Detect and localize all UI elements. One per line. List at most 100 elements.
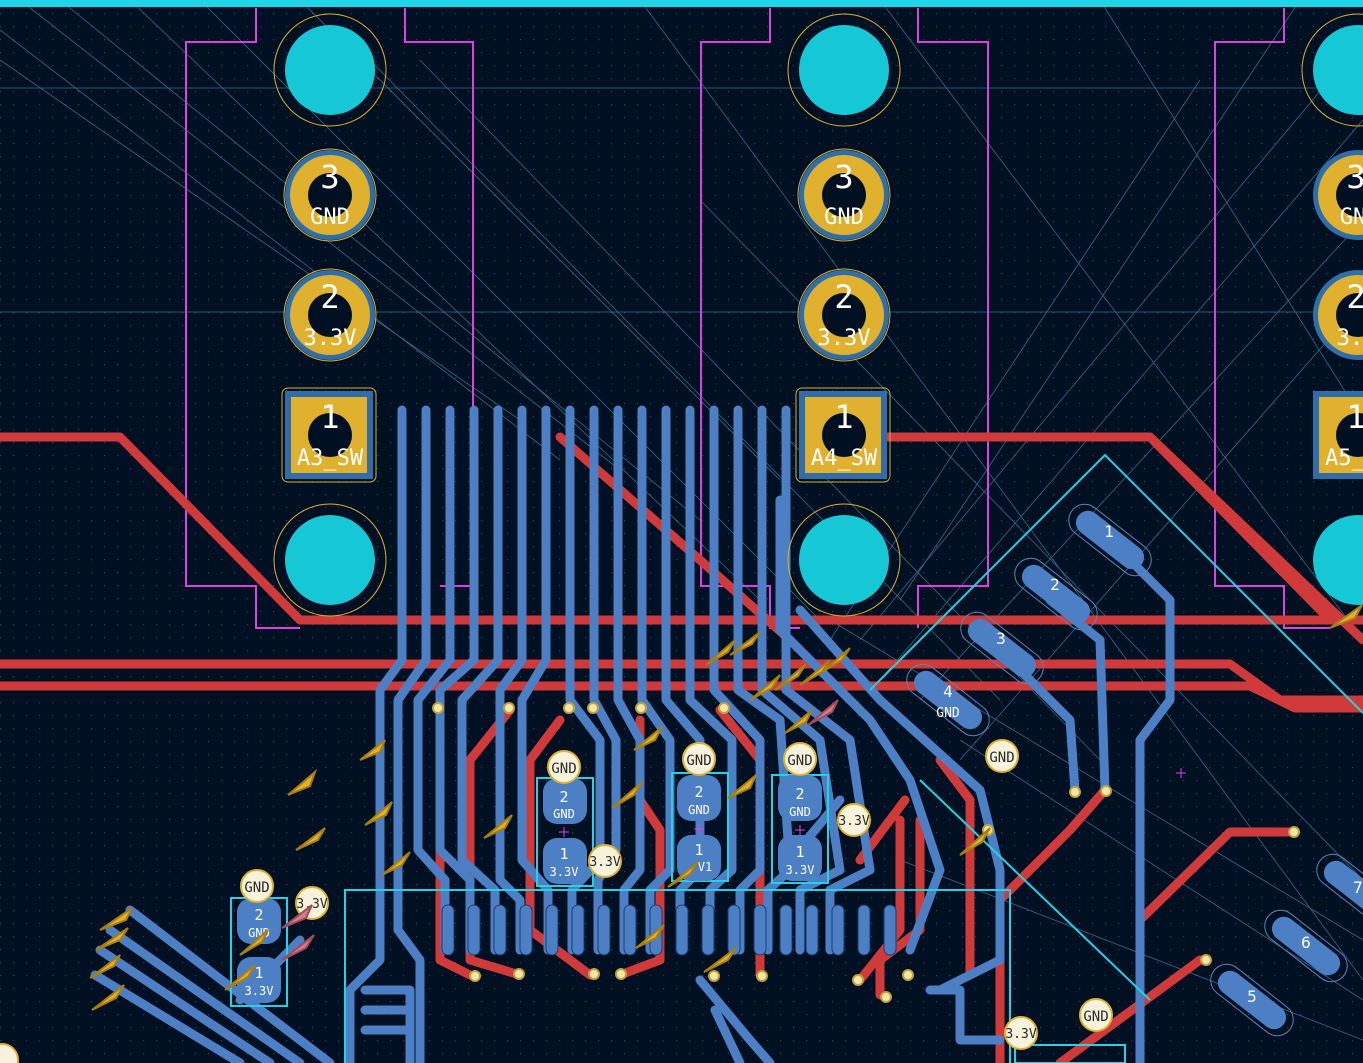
pad-net: GND [553, 807, 575, 821]
mount-hole [787, 13, 901, 127]
via-gnd-1: GND [547, 750, 581, 784]
pad-number: 1 [559, 845, 568, 863]
pad-number: 1 [834, 398, 853, 436]
pad-number: 2 [320, 278, 339, 316]
mount-hole [273, 503, 387, 617]
pad-net: GND [688, 803, 710, 817]
via-gnd-7 [0, 1043, 19, 1063]
pad-3: 3 GN [1313, 150, 1363, 240]
pad-net: 3.3V [786, 863, 815, 877]
pad-1: 1 A3_SW [281, 387, 377, 483]
pad-number: 3 [834, 158, 853, 196]
switch-a3[interactable]: 3 GND 2 3.3V 1 A3_SW [273, 13, 387, 617]
pad-net: 3.3V [304, 326, 357, 351]
pad-3: 3 GND [283, 148, 377, 242]
pin-number: 6 [1301, 933, 1311, 952]
pad-net: 3. [1337, 326, 1363, 351]
pad-net: A5_ [1325, 446, 1363, 471]
svg-text:GND: GND [551, 761, 576, 777]
pad-number: 1 [320, 398, 339, 436]
pad-net: GN [1340, 205, 1363, 230]
connector-pin-1 [1068, 503, 1152, 577]
pad-number: 2 [834, 278, 853, 316]
connector-pin-2 [1014, 557, 1098, 631]
fine-pitch-pads [441, 904, 897, 956]
mount-hole [799, 25, 889, 115]
capacitor-c1[interactable]: 2 GND 1 3.3V [543, 778, 587, 884]
pad-2: 2 3.3V [283, 268, 377, 362]
svg-text:GND: GND [787, 753, 812, 769]
connector-pin-5 [1210, 963, 1294, 1037]
pad-number: 2 [1346, 278, 1363, 316]
pad-net: 3.3V [818, 326, 871, 351]
capacitor-c4[interactable]: 2 GND 1 3.3V [237, 898, 281, 1003]
via-gnd-5: GND [985, 739, 1019, 773]
pad-number: 2 [254, 906, 263, 924]
pad-1: 1 A4_SW [795, 387, 891, 483]
pad-net: 3.3V [550, 865, 579, 879]
switch-a5[interactable]: 3 GN 2 3. 1 A5_ [1301, 13, 1363, 605]
pad-number: 3 [1346, 158, 1363, 196]
capacitor-c3[interactable]: 2 GND 1 3.3V [778, 775, 822, 881]
pad-number: 1 [795, 843, 804, 861]
pad-net: 3.3V [245, 984, 274, 998]
connector-pin-6 [1264, 909, 1348, 983]
pad-net: GND [789, 805, 811, 819]
via-3v3-1: 3.3V [588, 844, 622, 878]
pad-1: 1 A5_ [1313, 391, 1363, 479]
svg-text:3.3V: 3.3V [1005, 1027, 1036, 1042]
pad-number: 1 [254, 964, 263, 982]
pad-net: GND [824, 205, 864, 230]
mount-hole [1313, 515, 1363, 605]
svg-text:GND: GND [244, 880, 269, 896]
crosshair-markers [559, 768, 1186, 837]
via-gnd-6: GND [1079, 998, 1113, 1032]
connector-pin-4 [906, 663, 990, 737]
mount-hole [787, 503, 901, 617]
mount-hole [1313, 25, 1363, 115]
mount-hole [799, 515, 889, 605]
pad-number: 3 [320, 158, 339, 196]
svg-text:GND: GND [1083, 1009, 1108, 1025]
pin-number: 2 [1050, 575, 1060, 594]
pad-net: GND [310, 205, 350, 230]
via-3v3-2: 3.3V [837, 803, 871, 837]
pin-number: 5 [1247, 987, 1257, 1006]
via-gnd-4: GND [240, 869, 274, 903]
mount-hole [273, 13, 387, 127]
mount-hole [285, 515, 375, 605]
pin-net: GND [936, 706, 960, 721]
svg-text:GND: GND [989, 750, 1014, 766]
svg-text:3.3V: 3.3V [838, 814, 869, 829]
pad-number: 1 [1346, 398, 1363, 436]
via-gnd-3: GND [783, 742, 817, 776]
via-3v3-4: 3.3V [1004, 1016, 1038, 1050]
pad-number: 1 [694, 841, 703, 859]
fab-outlines [230, 453, 1363, 1063]
svg-text:3.3V: 3.3V [589, 855, 620, 870]
pad-net: A3_SW [297, 446, 364, 471]
pad-number: 2 [795, 785, 804, 803]
pin-number: 4 [943, 682, 953, 701]
pin-number: 1 [1104, 522, 1114, 541]
pad-number: 2 [559, 788, 568, 806]
mount-hole [1301, 13, 1363, 127]
drc-markers [89, 604, 1363, 1011]
connector-pin-7 [1316, 853, 1363, 927]
pad-net: A4_SW [811, 446, 878, 471]
pad-3: 3 GND [797, 148, 891, 242]
pin-number: 7 [1353, 878, 1363, 897]
switch-a4[interactable]: 3 GND 2 3.3V 1 A4_SW [787, 13, 901, 617]
mount-hole [285, 25, 375, 115]
small-vias [432, 702, 1300, 1003]
pad-2: 2 3.3V [797, 268, 891, 362]
pin-number: 3 [996, 629, 1006, 648]
angled-connector[interactable]: 1 2 3 4 GND 5 6 7 [900, 498, 1363, 1042]
pad-2: 2 3. [1313, 270, 1363, 360]
via-gnd-2: GND [682, 742, 716, 776]
connector-pin-3 [960, 611, 1044, 685]
svg-text:3.3V: 3.3V [296, 897, 327, 912]
svg-text:GND: GND [686, 753, 711, 769]
back-copper-traces [90, 405, 1175, 1063]
